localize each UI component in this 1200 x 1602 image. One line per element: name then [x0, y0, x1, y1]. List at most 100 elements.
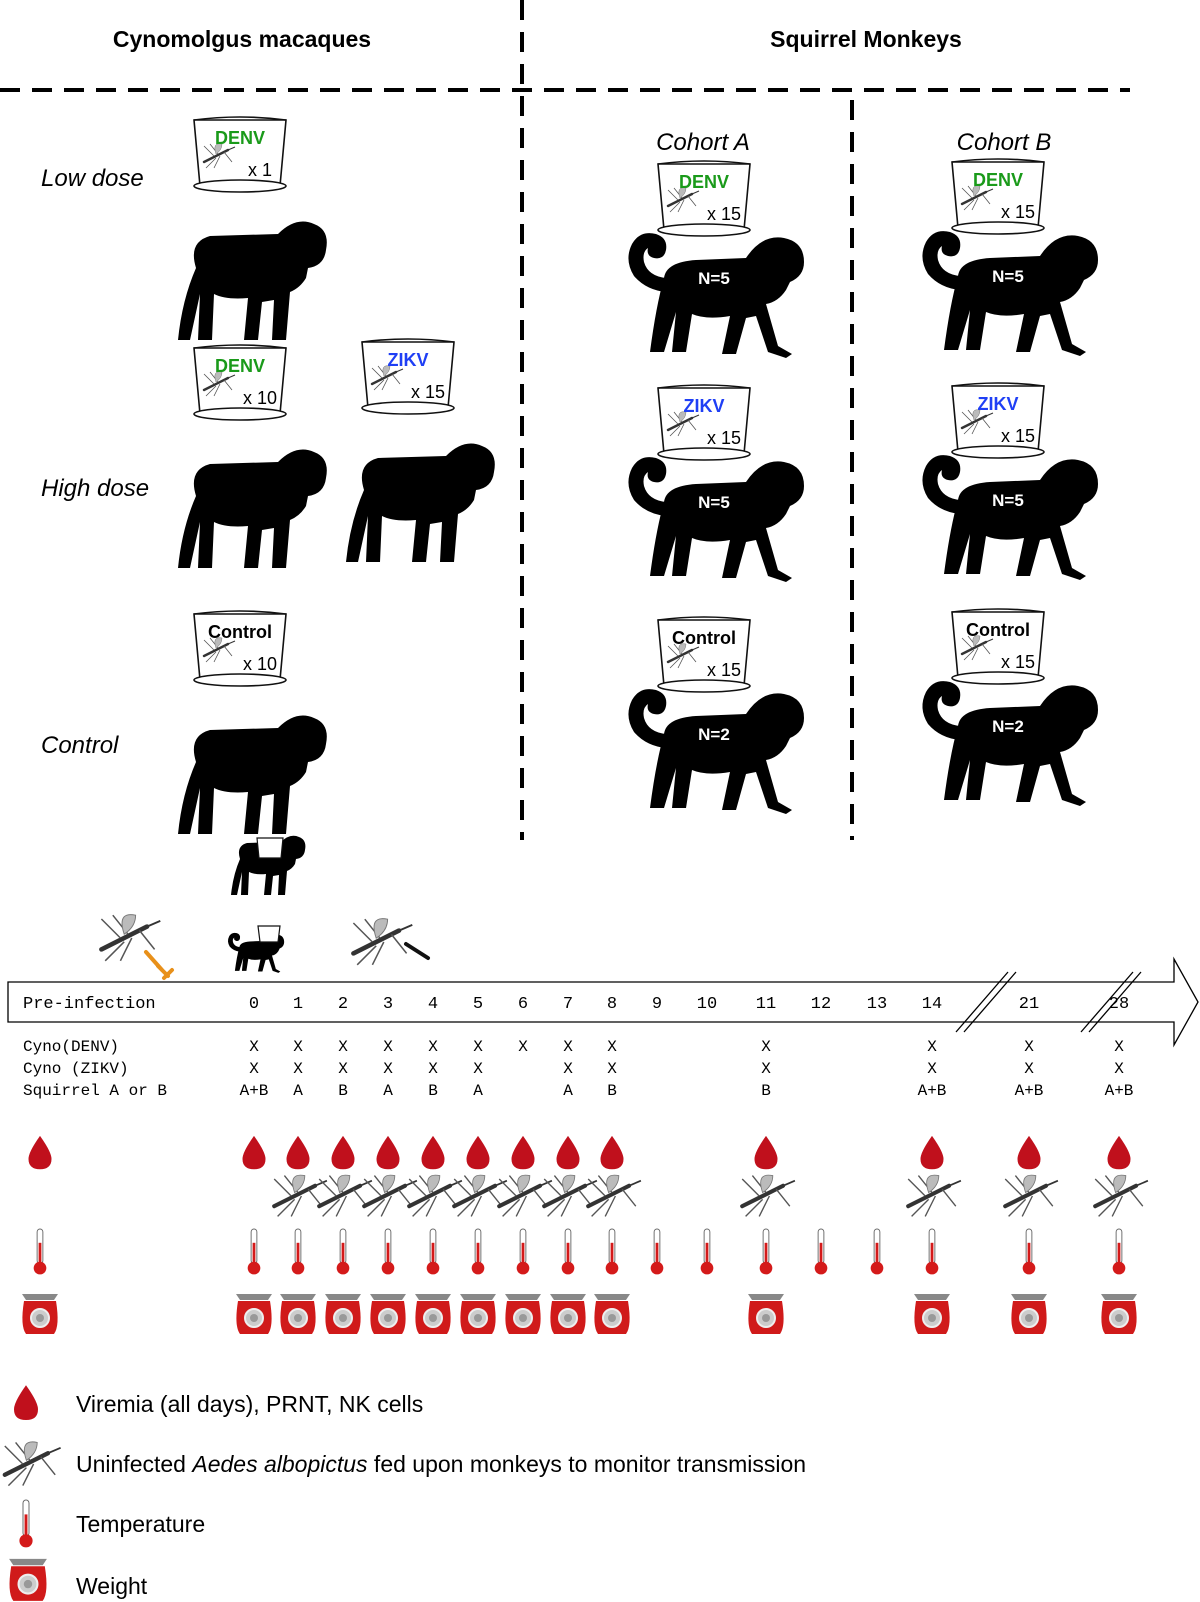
scale-icon — [593, 1293, 631, 1335]
schedule-mark: A+B — [1105, 1082, 1134, 1100]
mosquito-icon — [1095, 1175, 1148, 1216]
group-size-label: N=5 — [232, 441, 264, 460]
blood-drop-icon — [376, 1135, 400, 1170]
row-label-low: Low dose — [41, 165, 144, 192]
schedule-row-label: Cyno (ZIKV) — [23, 1060, 129, 1078]
schedule-mark: A — [383, 1082, 393, 1100]
schedule-mark: A — [473, 1082, 483, 1100]
thermometer-icon — [471, 1228, 485, 1276]
virus-label: ZIKV — [387, 350, 428, 370]
day-label: 8 — [607, 995, 617, 1014]
row-label-control: Control — [41, 732, 119, 759]
blood-drop-icon — [421, 1135, 445, 1170]
thermometer-icon — [516, 1228, 530, 1276]
scale-icon — [549, 1293, 587, 1335]
thermometer-icon — [814, 1228, 828, 1276]
day-label: 9 — [652, 995, 662, 1014]
group-size-label: N=2 — [698, 725, 730, 744]
legend-blood-icon — [14, 1385, 38, 1420]
scale-icon — [235, 1293, 273, 1335]
legend-temperature-text: Temperature — [76, 1511, 205, 1537]
mosquito-count: x 15 — [1001, 652, 1035, 672]
macaque-silhouette — [178, 715, 327, 834]
thermometer-icon — [870, 1228, 884, 1276]
schedule-mark: A — [293, 1082, 303, 1100]
group-size-label: N=5 — [992, 491, 1024, 510]
schedule-mark: X — [338, 1038, 348, 1056]
schedule-mark: X — [761, 1060, 771, 1078]
blood-drop-icon — [511, 1135, 535, 1170]
schedule-mark: B — [607, 1082, 617, 1100]
day-label: 13 — [867, 995, 887, 1014]
mosquito-icon — [742, 1175, 795, 1216]
legend-mosquito-text: Uninfected Aedes albopictus fed upon mon… — [76, 1451, 806, 1477]
scale-icon — [414, 1293, 452, 1335]
schedule-row-label: Cyno(DENV) — [23, 1038, 119, 1056]
schedule-mark: X — [1024, 1038, 1034, 1056]
schedule-row-label: Squirrel A or B — [23, 1082, 167, 1100]
thermometer-icon — [650, 1228, 664, 1276]
header-cohort-b: Cohort B — [957, 129, 1052, 156]
day-label: 0 — [249, 995, 259, 1014]
day-label: 5 — [473, 995, 483, 1014]
legend-mosquito-post: fed upon monkeys to monitor transmission — [368, 1451, 806, 1477]
thermometer-icon — [1112, 1228, 1126, 1276]
schedule-mark: X — [1024, 1060, 1034, 1078]
day-label: 7 — [563, 995, 573, 1014]
group-size-label: N=5 — [232, 213, 264, 232]
day-label: 28 — [1109, 995, 1129, 1014]
squirrel-monkey-silhouette — [628, 233, 804, 358]
mosquito-icon — [908, 1175, 961, 1216]
thermometer-icon — [759, 1228, 773, 1276]
scale-icon — [913, 1293, 951, 1335]
header-cyno: Cynomolgus macaques — [113, 26, 371, 52]
legend-weight-text: Weight — [76, 1573, 148, 1599]
thermometer-icon — [925, 1228, 939, 1276]
day-label: 14 — [922, 995, 942, 1014]
day-label: 3 — [383, 995, 393, 1014]
row-label-high: High dose — [41, 475, 149, 502]
squirrel-monkey-silhouette — [922, 455, 1098, 580]
pre-infection-label: Pre-infection — [23, 995, 156, 1014]
legend-mosquito-pre: Uninfected — [76, 1451, 192, 1477]
thermometer-icon — [33, 1228, 47, 1276]
day-label: 10 — [697, 995, 717, 1014]
schedule-mark: X — [249, 1060, 259, 1078]
thermometer-icon — [381, 1228, 395, 1276]
small-cup-icon-2 — [257, 925, 281, 943]
legend-mosquito-icon — [5, 1442, 61, 1486]
day-label: 2 — [338, 995, 348, 1014]
mosquito-icon — [1005, 1175, 1058, 1216]
schedule-mark: B — [761, 1082, 771, 1100]
scale-icon — [1010, 1293, 1048, 1335]
syringe-icon — [144, 950, 174, 980]
day-label: 1 — [293, 995, 303, 1014]
schedule-mark: B — [338, 1082, 348, 1100]
thermometer-icon — [1022, 1228, 1036, 1276]
schedule-mark: X — [518, 1038, 528, 1056]
day-label: 12 — [811, 995, 831, 1014]
squirrel-monkey-silhouette — [922, 231, 1098, 356]
scale-icon — [369, 1293, 407, 1335]
schedule-mark: X — [338, 1060, 348, 1078]
mosquito-count: x 15 — [1001, 426, 1035, 446]
legend-mosquito-species: Aedes albopictus — [190, 1451, 368, 1477]
thermometer-icon — [700, 1228, 714, 1276]
thermometer-icon — [291, 1228, 305, 1276]
small-cup-icon — [256, 837, 284, 859]
schedule-mark: X — [473, 1038, 483, 1056]
scale-icon — [459, 1293, 497, 1335]
virus-label: Control — [208, 622, 272, 642]
timeline-arrow — [7, 956, 1199, 1048]
scale-icon — [1100, 1293, 1138, 1335]
scale-icon — [504, 1293, 542, 1335]
schedule-mark: X — [428, 1060, 438, 1078]
